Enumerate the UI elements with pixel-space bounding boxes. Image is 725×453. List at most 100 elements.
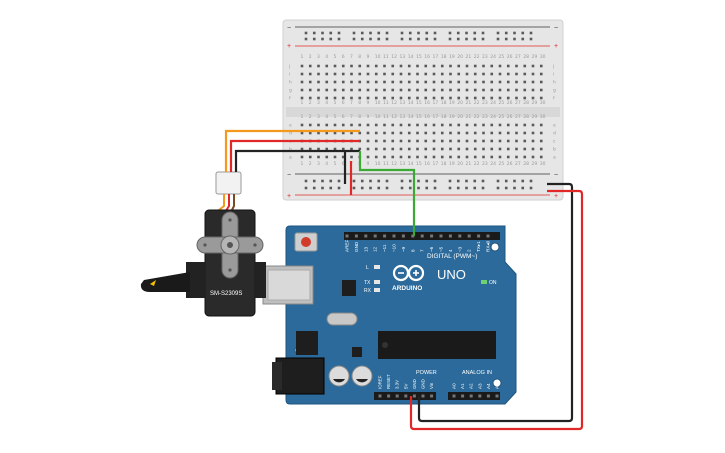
breadboard-hole[interactable] (539, 147, 543, 151)
breadboard-hole[interactable] (521, 179, 525, 183)
breadboard-hole[interactable] (350, 123, 353, 127)
breadboard-hole[interactable] (433, 37, 437, 41)
breadboard-hole[interactable] (432, 123, 436, 127)
breadboard-hole[interactable] (333, 64, 337, 68)
breadboard-hole[interactable] (498, 88, 502, 92)
breadboard-hole[interactable] (416, 155, 419, 159)
breadboard-hole[interactable] (407, 88, 411, 92)
breadboard-hole[interactable] (350, 147, 353, 151)
breadboard-hole[interactable] (440, 64, 444, 68)
breadboard-hole[interactable] (424, 96, 428, 100)
breadboard-hole[interactable] (456, 186, 460, 190)
breadboard-hole[interactable] (416, 147, 419, 151)
breadboard-hole[interactable] (465, 139, 469, 143)
breadboard-hole[interactable] (465, 155, 469, 159)
breadboard-hole[interactable] (399, 96, 403, 100)
breadboard-hole[interactable] (383, 123, 386, 127)
breadboard-hole[interactable] (416, 88, 419, 92)
breadboard-hole[interactable] (448, 31, 452, 35)
breadboard-hole[interactable] (490, 131, 494, 135)
breadboard-hole[interactable] (385, 37, 389, 41)
breadboard-hole[interactable] (424, 131, 428, 135)
breadboard-hole[interactable] (337, 31, 341, 35)
breadboard-hole[interactable] (391, 155, 395, 159)
breadboard-hole[interactable] (521, 186, 525, 190)
breadboard-hole[interactable] (407, 155, 411, 159)
breadboard-hole[interactable] (432, 147, 436, 151)
breadboard-hole[interactable] (325, 96, 329, 100)
breadboard-hole[interactable] (383, 139, 386, 143)
breadboard-hole[interactable] (490, 88, 494, 92)
breadboard-hole[interactable] (539, 72, 543, 76)
digital-pin[interactable] (448, 234, 452, 238)
breadboard-hole[interactable] (473, 80, 477, 84)
breadboard-hole[interactable] (308, 147, 312, 151)
breadboard-hole[interactable] (399, 147, 403, 151)
breadboard-hole[interactable] (383, 72, 386, 76)
breadboard-hole[interactable] (399, 155, 403, 159)
power-pin[interactable] (412, 394, 416, 398)
breadboard-hole[interactable] (304, 186, 308, 190)
breadboard-hole[interactable] (321, 31, 324, 35)
breadboard-hole[interactable] (531, 64, 535, 68)
wire-ground-black[interactable] (234, 149, 360, 172)
breadboard-hole[interactable] (490, 147, 494, 151)
breadboard-hole[interactable] (407, 80, 411, 84)
breadboard-hole[interactable] (506, 147, 510, 151)
breadboard-hole[interactable] (531, 139, 535, 143)
breadboard-hole[interactable] (407, 72, 411, 76)
breadboard-hole[interactable] (539, 88, 543, 92)
analog-pin[interactable] (486, 394, 490, 398)
breadboard-hole[interactable] (369, 37, 372, 41)
breadboard-hole[interactable] (465, 80, 469, 84)
breadboard-hole[interactable] (308, 88, 312, 92)
breadboard-hole[interactable] (482, 96, 485, 100)
breadboard-hole[interactable] (449, 96, 452, 100)
breadboard-hole[interactable] (465, 88, 469, 92)
breadboard-hole[interactable] (360, 37, 364, 41)
breadboard-hole[interactable] (374, 64, 378, 68)
breadboard-hole[interactable] (498, 123, 502, 127)
breadboard-hole[interactable] (407, 147, 411, 151)
breadboard-hole[interactable] (473, 147, 477, 151)
breadboard-hole[interactable] (465, 64, 469, 68)
breadboard-hole[interactable] (312, 31, 316, 35)
breadboard-hole[interactable] (457, 139, 461, 143)
breadboard-hole[interactable] (300, 88, 304, 92)
breadboard-hole[interactable] (496, 179, 500, 183)
breadboard-hole[interactable] (432, 139, 436, 143)
breadboard-hole[interactable] (529, 37, 533, 41)
analog-pin[interactable] (495, 394, 499, 398)
breadboard-hole[interactable] (523, 139, 527, 143)
digital-pin[interactable] (420, 234, 424, 238)
breadboard-hole[interactable] (481, 179, 485, 183)
breadboard-hole[interactable] (521, 31, 525, 35)
wire-power-red[interactable] (229, 139, 360, 172)
breadboard-hole[interactable] (449, 131, 452, 135)
breadboard-hole[interactable] (366, 131, 370, 135)
breadboard-hole[interactable] (498, 139, 502, 143)
digital-pin[interactable] (439, 234, 443, 238)
breadboard-hole[interactable] (333, 123, 337, 127)
breadboard-hole[interactable] (465, 96, 469, 100)
breadboard-hole[interactable] (358, 96, 362, 100)
breadboard-hole[interactable] (531, 123, 535, 127)
breadboard-hole[interactable] (539, 123, 543, 127)
breadboard-hole[interactable] (440, 72, 444, 76)
breadboard-hole[interactable] (317, 64, 320, 68)
breadboard-hole[interactable] (321, 37, 324, 41)
breadboard-hole[interactable] (391, 72, 395, 76)
breadboard-hole[interactable] (424, 147, 428, 151)
breadboard-hole[interactable] (473, 37, 477, 41)
breadboard-hole[interactable] (391, 96, 395, 100)
breadboard-hole[interactable] (424, 123, 428, 127)
breadboard-hole[interactable] (456, 37, 460, 41)
breadboard-hole[interactable] (498, 155, 502, 159)
breadboard-hole[interactable] (300, 64, 304, 68)
breadboard-hole[interactable] (515, 139, 518, 143)
breadboard-hole[interactable] (449, 64, 452, 68)
breadboard-hole[interactable] (440, 88, 444, 92)
breadboard-hole[interactable] (304, 37, 308, 41)
breadboard-hole[interactable] (529, 186, 533, 190)
